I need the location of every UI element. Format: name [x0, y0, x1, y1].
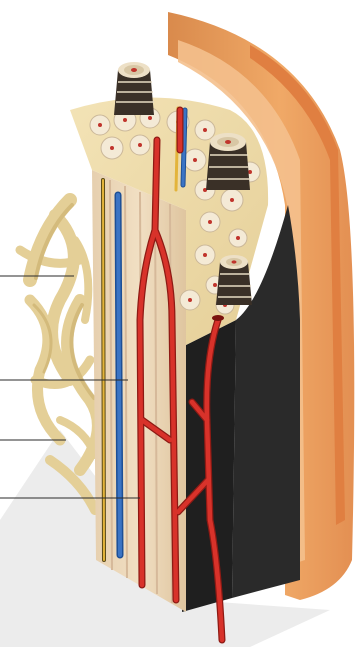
- spongy-bone-trabeculae: [20, 200, 98, 510]
- artery-opening: [212, 315, 224, 321]
- osteon-cylinder-1: [114, 62, 154, 115]
- osteon-cylinder-2: [206, 133, 250, 190]
- osteon-cylinder-3: [216, 255, 252, 305]
